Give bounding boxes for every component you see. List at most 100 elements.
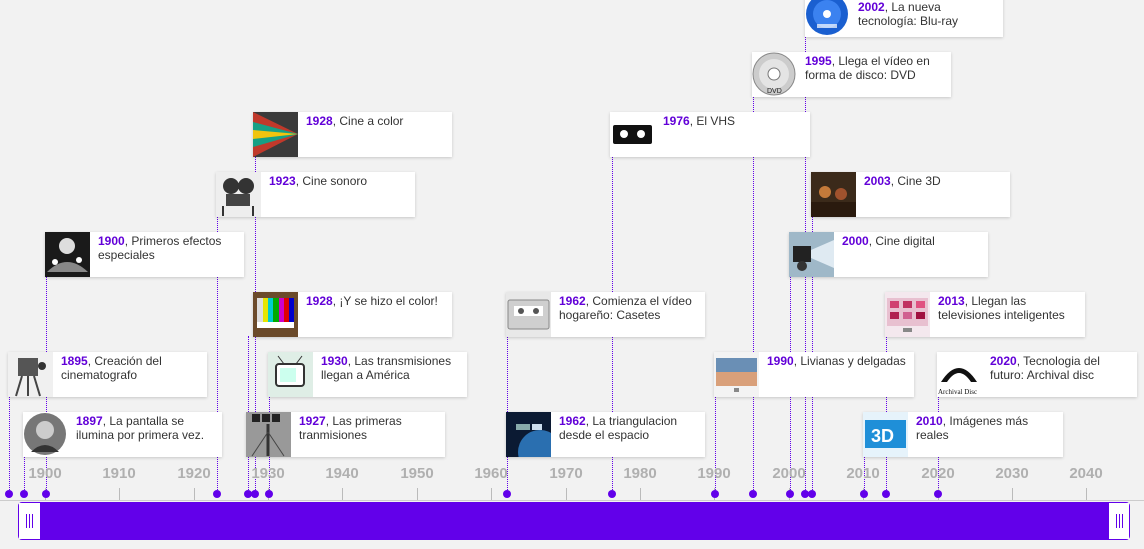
event-dot[interactable] — [251, 490, 259, 498]
connector-line — [753, 96, 754, 494]
event-title: , Las primeras tranmisiones — [299, 414, 402, 442]
event-year: 1928 — [306, 114, 333, 128]
connector-line — [9, 396, 10, 494]
timeline-axis — [0, 500, 1144, 501]
event-dot[interactable] — [42, 490, 50, 498]
event-year: 2002 — [858, 0, 885, 14]
range-handle-right[interactable] — [1109, 503, 1129, 539]
3d-cinema-thumbnail — [811, 172, 856, 217]
event-title: , ¡Y se hizo el color! — [332, 294, 438, 308]
event-dot[interactable] — [244, 490, 252, 498]
cassette-thumbnail — [506, 292, 551, 337]
event-title: , La pantalla se ilumina por primera vez… — [76, 414, 205, 442]
timeline-event-card[interactable]: 3D 2010, Imágenes más reales — [863, 412, 1063, 457]
range-handle-left[interactable] — [19, 503, 39, 539]
timeline-event-card[interactable]: 1990, Livianas y delgadas — [714, 352, 914, 397]
portrait-thumbnail — [23, 412, 68, 457]
event-title: , El VHS — [689, 114, 736, 128]
event-year: 1928 — [306, 294, 333, 308]
special-effects-thumbnail — [45, 232, 90, 277]
timeline-event-card[interactable]: 2003, Cine 3D — [811, 172, 1010, 217]
event-dot[interactable] — [503, 490, 511, 498]
timeline-event-card[interactable]: 2002, La nueva tecnología: Blu-ray — [805, 0, 1003, 37]
event-dot[interactable] — [5, 490, 13, 498]
blu-ray-disc-icon — [805, 0, 850, 37]
event-dot[interactable] — [860, 490, 868, 498]
axis-tick-label: 1920 — [177, 465, 211, 482]
range-selection[interactable] — [40, 503, 1109, 539]
axis-tick — [491, 488, 492, 500]
archival-disc-logo-text: Archival Disc — [938, 388, 977, 396]
timeline-event-card[interactable]: Archival Disc 2020, Tecnologia del futur… — [937, 352, 1137, 397]
event-dot[interactable] — [749, 490, 757, 498]
axis-tick-label: 1990 — [697, 465, 731, 482]
event-title: , Tecnologia del futuro: Archival disc — [990, 354, 1100, 382]
timeline-event-card[interactable]: 1928, Cine a color — [253, 112, 452, 157]
event-dot[interactable] — [265, 490, 273, 498]
grip-line — [25, 514, 27, 528]
smart-tv-thumbnail — [885, 292, 930, 337]
event-dot[interactable] — [808, 490, 816, 498]
connector-line — [24, 456, 25, 494]
axis-tick — [194, 488, 195, 500]
satellite-thumbnail — [506, 412, 562, 457]
timeline-range-navigator[interactable] — [18, 502, 1130, 540]
3d-tv-thumbnail: 3D — [863, 412, 908, 457]
event-dot[interactable] — [711, 490, 719, 498]
digital-projector-thumbnail — [789, 232, 834, 277]
timeline-event-card[interactable]: 1962, La triangulacion desde el espacio — [506, 412, 705, 457]
grip-line — [1121, 514, 1123, 528]
timeline-event-card[interactable]: 1900, Primeros efectos especiales — [45, 232, 244, 277]
event-title: , Cine 3D — [890, 174, 941, 188]
axis-tick-label: 1980 — [623, 465, 657, 482]
axis-tick — [640, 488, 641, 500]
timeline-event-card[interactable]: 1927, Las primeras tranmisiones — [246, 412, 445, 457]
timeline-event-card[interactable]: 1962, Comienza el vídeo hogareño: Casete… — [506, 292, 705, 337]
timeline-event-card[interactable]: 1897, La pantalla se ilumina por primera… — [23, 412, 222, 457]
event-title: , Imágenes más reales — [916, 414, 1029, 442]
event-dot[interactable] — [608, 490, 616, 498]
event-title: , Creación del cinematografo — [61, 354, 162, 382]
timeline-event-card[interactable]: 2013, Llegan las televisiones inteligent… — [885, 292, 1085, 337]
timeline-event-card[interactable]: DVD 1995, Llega el vídeo en forma de dis… — [752, 52, 951, 97]
event-dot[interactable] — [213, 490, 221, 498]
event-dot[interactable] — [882, 490, 890, 498]
event-year: 1962 — [559, 294, 586, 308]
event-dot[interactable] — [786, 490, 794, 498]
axis-tick-label: 1900 — [28, 465, 62, 482]
event-title: , Cine digital — [868, 234, 935, 248]
event-year: 1995 — [805, 54, 832, 68]
axis-tick — [566, 488, 567, 500]
event-dot[interactable] — [20, 490, 28, 498]
grip-line — [1118, 514, 1120, 528]
event-dot[interactable] — [801, 490, 809, 498]
dvd-disc-icon: DVD — [752, 52, 797, 97]
event-title: , La nueva tecnología: Blu-ray — [858, 0, 959, 28]
event-dot[interactable] — [934, 490, 942, 498]
event-year: 1927 — [299, 414, 326, 428]
event-year: 1900 — [98, 234, 125, 248]
timeline-event-card[interactable]: 1923, Cine sonoro — [216, 172, 415, 217]
timeline-event-card[interactable]: 1895, Creación del cinematografo — [8, 352, 207, 397]
grip-line — [1115, 514, 1117, 528]
connector-line — [715, 396, 716, 494]
bbc-broadcast-thumbnail — [246, 412, 291, 457]
timeline-event-card[interactable]: 1930, Las transmisiones llegan a América — [268, 352, 467, 397]
axis-tick — [417, 488, 418, 500]
event-title: , Llegan las televisiones inteligentes — [938, 294, 1065, 322]
vhs-tape-icon — [610, 112, 655, 157]
axis-tick-label: 1960 — [474, 465, 508, 482]
event-year: 2003 — [864, 174, 891, 188]
timeline-event-card[interactable]: 2000, Cine digital — [789, 232, 988, 277]
svg-text:DVD: DVD — [767, 88, 782, 95]
axis-tick — [119, 488, 120, 500]
sound-cinema-thumbnail — [216, 172, 261, 217]
timeline-event-card[interactable]: 1976, El VHS — [610, 112, 810, 157]
grip-line — [28, 514, 30, 528]
event-title: , Llega el vídeo en forma de disco: DVD — [805, 54, 930, 82]
event-year: 1930 — [321, 354, 348, 368]
archival-disc-logo: Archival Disc — [937, 352, 982, 397]
timeline-event-card[interactable]: 1928, ¡Y se hizo el color! — [253, 292, 452, 337]
event-year: 1895 — [61, 354, 88, 368]
event-year: 2020 — [990, 354, 1017, 368]
